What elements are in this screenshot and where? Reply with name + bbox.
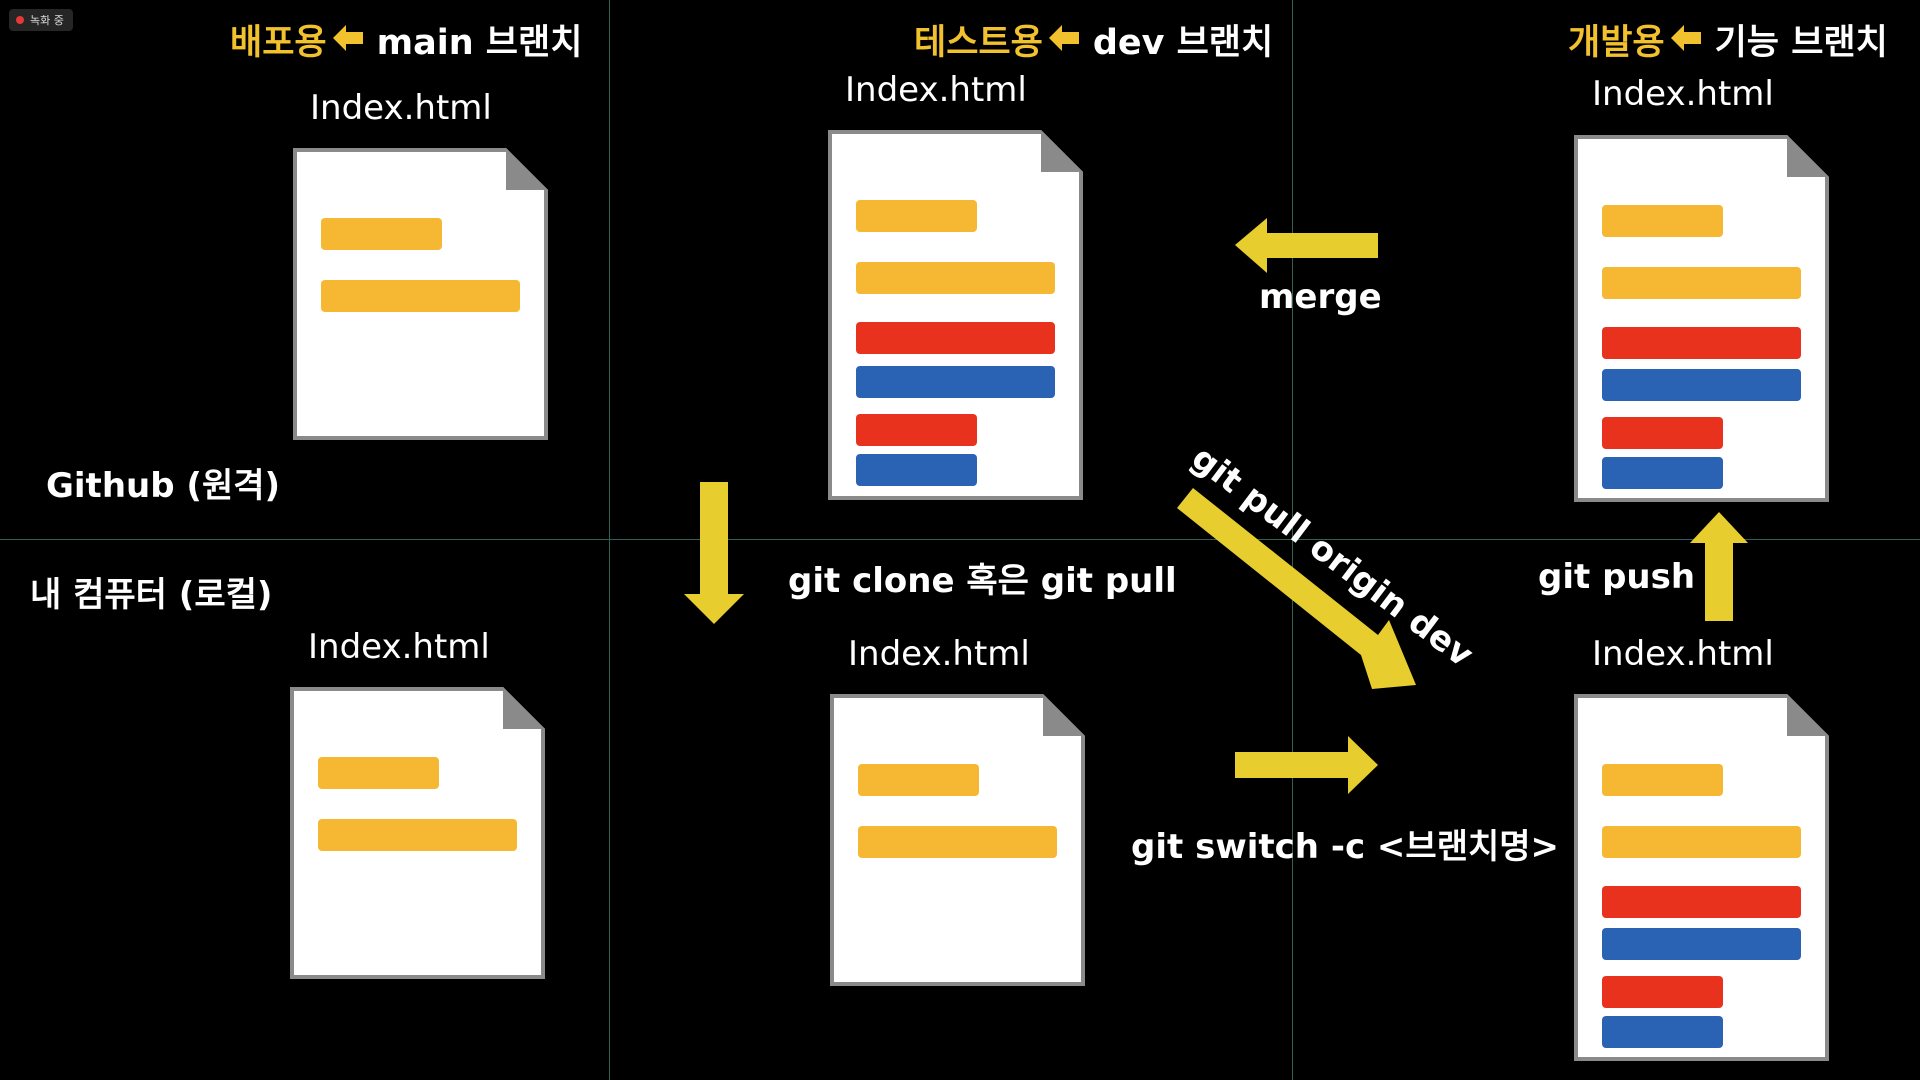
section-remote-label: Github (원격) xyxy=(46,466,281,506)
document-remote-dev xyxy=(828,130,1083,500)
file-name-remote-main: Index.html xyxy=(310,88,492,128)
document-local-feature xyxy=(1574,694,1829,1061)
line-bar xyxy=(1602,417,1723,449)
recording-badge-label: 녹화 중 xyxy=(30,14,64,27)
line-bar xyxy=(1602,369,1801,401)
merge-label: merge xyxy=(1259,277,1382,317)
line-bar xyxy=(1602,457,1723,489)
line-bar xyxy=(318,757,439,789)
line-bar xyxy=(1602,1016,1723,1048)
switch-arrow-icon xyxy=(1235,736,1378,794)
line-bar xyxy=(1602,764,1723,796)
header-dev-branch: 테스트용 dev 브랜치 xyxy=(914,14,1273,65)
arrow-left-icon xyxy=(1048,20,1079,60)
line-bar xyxy=(1602,205,1723,237)
line-bar xyxy=(856,262,1055,294)
document-remote-feature xyxy=(1574,135,1829,502)
file-name-remote-feature: Index.html xyxy=(1592,74,1774,114)
record-dot-icon xyxy=(16,16,24,24)
line-bar xyxy=(1602,976,1723,1008)
line-bar xyxy=(1602,886,1801,918)
line-bar xyxy=(856,200,977,232)
divider-vertical-left xyxy=(609,0,610,1080)
line-bar xyxy=(1602,267,1801,299)
document-local-main xyxy=(290,687,545,979)
file-name-remote-dev: Index.html xyxy=(845,70,1027,110)
clone-arrow-icon xyxy=(684,482,744,624)
section-local-label: 내 컴퓨터 (로컬) xyxy=(30,575,273,615)
recording-badge: 녹화 중 xyxy=(9,9,73,31)
line-bar xyxy=(1602,327,1801,359)
file-name-local-feature: Index.html xyxy=(1592,634,1774,674)
header-main-prefix: 배포용 xyxy=(230,23,327,63)
header-main-branch: 배포용 main 브랜치 xyxy=(230,14,582,65)
line-bar xyxy=(1602,826,1801,858)
header-main-suffix: main 브랜치 xyxy=(376,23,583,63)
line-bar xyxy=(858,764,979,796)
divider-horizontal xyxy=(0,539,1920,540)
push-label: git push xyxy=(1538,557,1696,597)
file-name-local-main: Index.html xyxy=(308,627,490,667)
pull-origin-dev-arrow-icon xyxy=(1177,488,1416,689)
divider-vertical-right xyxy=(1292,0,1293,1080)
line-bar xyxy=(856,322,1055,354)
line-bar xyxy=(856,366,1055,398)
arrow-left-icon xyxy=(1670,20,1701,60)
document-remote-main xyxy=(293,148,548,440)
header-feature-prefix: 개발용 xyxy=(1568,23,1665,63)
header-feature-branch: 개발용 기능 브랜치 xyxy=(1568,14,1888,65)
header-dev-suffix: dev 브랜치 xyxy=(1092,23,1274,63)
line-bar xyxy=(1602,928,1801,960)
arrow-left-icon xyxy=(332,20,363,60)
merge-arrow-icon xyxy=(1235,218,1378,273)
document-local-dev xyxy=(830,694,1085,986)
line-bar xyxy=(321,280,520,312)
switch-label: git switch -c <브랜치명> xyxy=(1131,827,1560,867)
line-bar xyxy=(318,819,517,851)
clone-or-pull-label: git clone 혹은 git pull xyxy=(788,561,1177,601)
line-bar xyxy=(856,454,977,486)
line-bar xyxy=(858,826,1057,858)
header-feature-suffix: 기능 브랜치 xyxy=(1714,23,1888,63)
header-dev-prefix: 테스트용 xyxy=(914,23,1043,63)
push-arrow-icon xyxy=(1690,512,1748,621)
line-bar xyxy=(856,414,977,446)
line-bar xyxy=(321,218,442,250)
file-name-local-dev: Index.html xyxy=(848,634,1030,674)
